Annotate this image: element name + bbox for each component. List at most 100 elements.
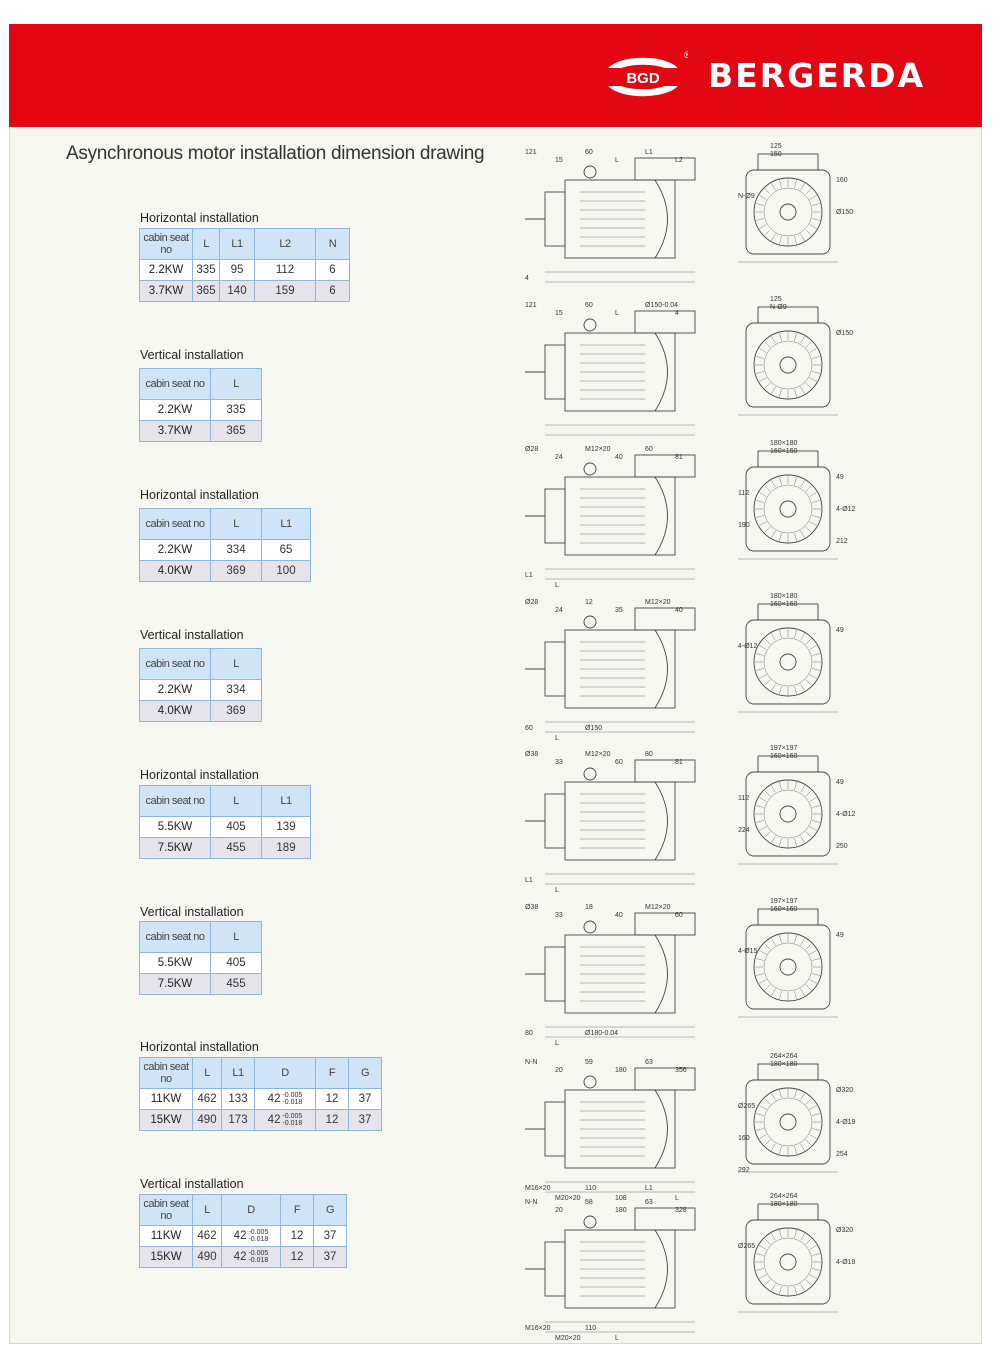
table-row: 4.0KW 369 100 <box>139 560 311 582</box>
dimension-label: M12×20 <box>585 446 611 453</box>
dimension-label: 24 <box>555 454 563 461</box>
dimension-label: 49 <box>836 932 844 939</box>
table-row: 2.2KW 335 95 112 6 <box>139 259 350 281</box>
dimension-label: M12×20 <box>645 904 671 911</box>
dimension-label: L2 <box>675 157 683 164</box>
table-cell: 365 <box>192 280 220 302</box>
table-row: 3.7KW 365 140 159 6 <box>139 280 350 302</box>
table-cell: 15KW <box>139 1109 193 1131</box>
dimension-label: 254 <box>836 1151 848 1158</box>
table-cell: 335 <box>192 259 220 281</box>
dimension-label: L <box>675 1195 679 1202</box>
page-title: Asynchronous motor installation dimensio… <box>66 143 485 164</box>
table-row: 15KW 490 42-0.005-0.018 12 37 <box>139 1246 347 1268</box>
tolerance: -0.005-0.018 <box>248 1229 268 1243</box>
table-cell: 334 <box>210 539 262 561</box>
table-header: L1 <box>261 508 311 540</box>
dimension-label: 264×264 <box>770 1193 798 1200</box>
tolerance-upper: -0.005 <box>248 1229 269 1236</box>
dimension-label: N-Ø9 <box>738 193 755 200</box>
table-header: F <box>315 1057 349 1089</box>
dimension-label: Ø320 <box>836 1087 853 1094</box>
dimension-label: 328 <box>675 1207 687 1214</box>
table-cell: 11KW <box>139 1225 193 1247</box>
dimension-label: 60 <box>645 446 653 453</box>
table-cell: 462 <box>192 1088 222 1110</box>
dimension-label: 15 <box>555 310 563 317</box>
table-header-row: cabin seat no L L1 L2 N <box>139 228 350 260</box>
table-header: cabin seat no <box>139 921 211 953</box>
table-header: L <box>210 368 262 400</box>
dimension-label: 33 <box>555 912 563 919</box>
table-cell: 189 <box>261 837 311 859</box>
table-cell: 42-0.005-0.018 <box>221 1225 281 1247</box>
dimension-label: 49 <box>836 627 844 634</box>
table-header: N <box>315 228 350 260</box>
section-title: Vertical installation <box>140 348 244 362</box>
table-cell: 455 <box>210 837 262 859</box>
dimension-table: cabin seat no L D F G 11KW 462 42-0.005-… <box>139 1194 347 1268</box>
dimension-label: 60 <box>585 302 593 309</box>
dimension-label: 160 <box>836 177 848 184</box>
table-cell: 2.2KW <box>139 679 211 701</box>
table-row: 11KW 462 133 42-0.005-0.018 12 37 <box>139 1088 382 1110</box>
table-header: L <box>210 785 262 817</box>
table-header: L <box>210 648 262 680</box>
shaft-diameter: 42 <box>267 1114 281 1127</box>
table-cell: 490 <box>192 1246 222 1268</box>
dimension-label: 292 <box>738 1167 750 1174</box>
table-row: 15KW 490 173 42-0.005-0.018 12 37 <box>139 1109 382 1131</box>
dimension-label: 4-Ø15 <box>738 948 758 955</box>
dimension-label: 197×197 <box>770 898 798 905</box>
table-cell: 12 <box>315 1088 349 1110</box>
dimension-label: 110 <box>585 1325 596 1332</box>
table-header-row: cabin seat no L <box>139 368 262 400</box>
dimension-label: 112 <box>738 795 749 802</box>
table-row: 4.0KW 369 <box>139 700 262 722</box>
dimension-label: 125 <box>770 296 782 303</box>
dimension-label: 40 <box>675 607 683 614</box>
shaft-diameter: 42 <box>267 1093 281 1106</box>
section-title: Vertical installation <box>140 1177 244 1191</box>
table-cell: 405 <box>210 816 262 838</box>
dimension-label: 4-Ø19 <box>836 1119 856 1126</box>
table-header: F <box>280 1194 314 1226</box>
dimension-label: L <box>615 157 619 164</box>
dimension-label: 264×264 <box>770 1053 798 1060</box>
dimension-label: 60 <box>615 759 623 766</box>
table-header: L2 <box>254 228 316 260</box>
table-row: 2.2KW 334 <box>139 679 262 701</box>
dimension-table: cabin seat no L 5.5KW 405 7.5KW 455 <box>139 921 262 995</box>
table-row: 2.2KW 335 <box>139 399 262 421</box>
dimension-label: 356 <box>675 1067 687 1074</box>
dimension-label: 125 <box>770 143 782 150</box>
shaft-diameter: 42 <box>233 1230 247 1243</box>
dimension-label: 160×160 <box>770 448 798 455</box>
table-cell: 15KW <box>139 1246 193 1268</box>
dimension-label: L1 <box>645 149 653 156</box>
dimension-label: 35 <box>615 607 623 614</box>
dimension-label: 121 <box>525 149 537 156</box>
dimension-label: 4-Ø12 <box>738 643 758 650</box>
table-cell: 37 <box>313 1225 347 1247</box>
dimension-label: 80 <box>645 751 653 758</box>
table-header: L1 <box>221 1057 255 1089</box>
brand-name: BERGERDA <box>708 56 926 95</box>
table-header: cabin seat no <box>139 508 211 540</box>
dimension-label: 80 <box>525 1030 533 1037</box>
table-cell: 455 <box>210 973 262 995</box>
table-cell: 12 <box>280 1246 314 1268</box>
dimension-label: 121 <box>525 302 537 309</box>
table-cell: 7.5KW <box>139 973 211 995</box>
dimension-label: M20×20 <box>555 1195 581 1202</box>
table-cell: 490 <box>192 1109 222 1131</box>
dimension-label: L <box>615 1335 619 1342</box>
dimension-label: 81 <box>675 454 683 461</box>
table-header: cabin seat no <box>139 1057 193 1089</box>
